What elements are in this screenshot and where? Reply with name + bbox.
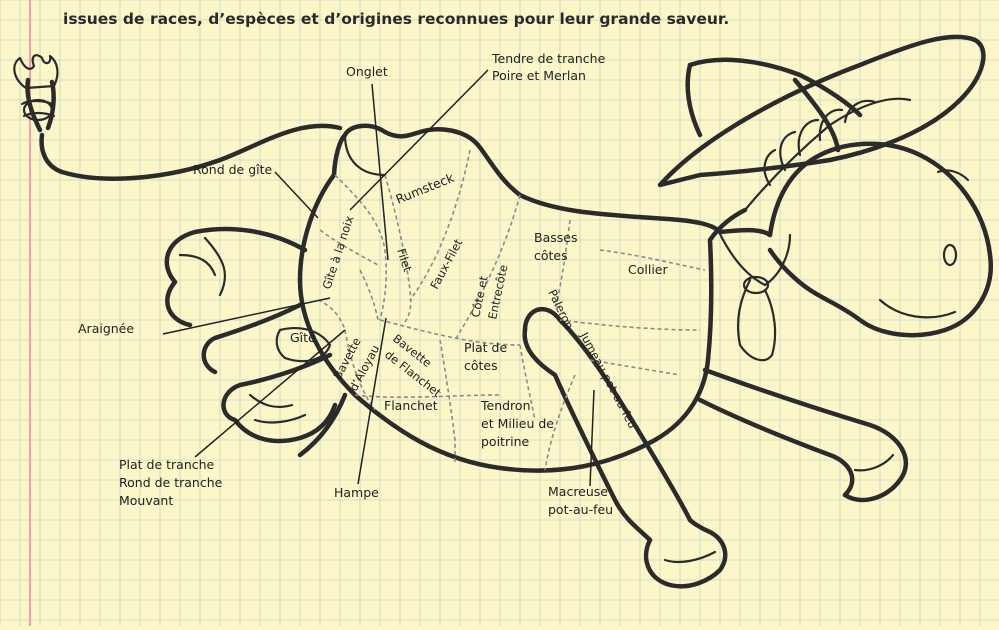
label-filet: Filet: [394, 247, 415, 274]
label-rumsteck: Rumsteck: [394, 170, 457, 207]
label-plat-de-tranche-3: Mouvant: [119, 493, 173, 508]
label-flanchet: Flanchet: [384, 398, 438, 413]
label-tendron-1: Tendron: [480, 398, 531, 413]
label-gite: Gîte: [290, 330, 316, 345]
leader-macreuse: [590, 390, 594, 486]
label-macreuse-2: pot-au-feu: [548, 502, 613, 517]
tail: [42, 126, 340, 179]
label-plat-de-tranche-2: Rond de tranche: [119, 475, 223, 490]
hat-crown: [690, 60, 860, 115]
leader-rond-de-gite: [275, 172, 318, 218]
label-araignee: Araignée: [78, 321, 134, 336]
label-macreuse-1: Macreuse: [548, 484, 608, 499]
label-gite-a-la-noix: Gîte à la noix: [320, 214, 357, 291]
label-tendre-de-tranche-1: Tendre de tranche: [491, 51, 606, 66]
label-tendron-2: et Milieu de: [481, 416, 554, 431]
eye: [944, 245, 956, 265]
label-rond-de-gite: Rond de gîte: [193, 162, 273, 177]
label-plat-de-tranche-1: Plat de tranche: [119, 457, 215, 472]
label-plat-de-cotes-1: Plat de: [464, 340, 507, 355]
leader-plat-de-tranche: [195, 330, 345, 457]
label-tendron-3: poitrine: [481, 434, 529, 449]
label-cote-entrecote-2: Entrecôte: [485, 263, 510, 320]
label-basses-cotes-2: côtes: [534, 248, 568, 263]
label-onglet: Onglet: [346, 64, 388, 79]
label-basses-cotes-1: Basses: [534, 230, 577, 245]
label-tendre-de-tranche-2: Poire et Merlan: [492, 68, 586, 83]
label-hampe: Hampe: [334, 485, 379, 500]
header-text: issues de races, d’espèces et d’origines…: [63, 10, 729, 28]
label-collier: Collier: [628, 262, 668, 277]
label-plat-de-cotes-2: côtes: [464, 358, 498, 373]
